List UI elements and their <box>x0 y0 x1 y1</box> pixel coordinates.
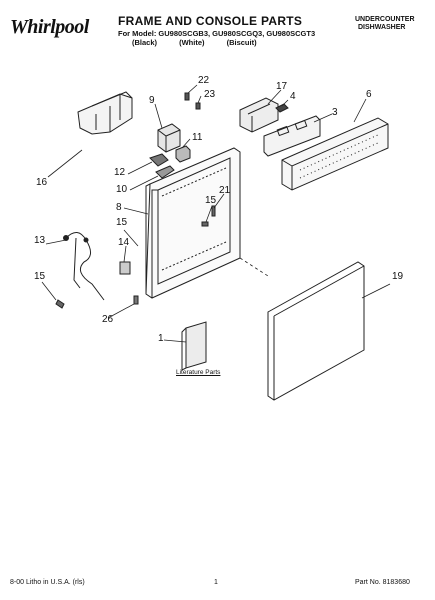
part-15-lower-drawing <box>55 299 65 309</box>
leader-lines <box>41 84 391 343</box>
product-type-line2: DISHWASHER <box>358 24 406 31</box>
callout-26: 26 <box>102 314 114 325</box>
part-22-drawing <box>184 92 190 101</box>
callout-9: 9 <box>149 95 155 106</box>
product-type-line1: UNDERCOUNTER <box>355 16 415 23</box>
part-23-drawing <box>195 102 201 110</box>
part-1-drawing <box>181 321 207 371</box>
part-26-drawing <box>133 295 139 305</box>
callout-15-mid: 15 <box>116 217 128 228</box>
literature-parts-label: Literature Parts <box>176 369 221 376</box>
part-12-drawing <box>149 153 169 167</box>
footer-part-number: Part No. 8183680 <box>355 579 410 586</box>
part-13-drawing <box>63 232 105 301</box>
footer-page-number: 1 <box>214 579 218 586</box>
part-19-drawing <box>267 261 365 401</box>
callout-22: 22 <box>198 75 210 86</box>
callout-23: 23 <box>204 89 216 100</box>
callout-4: 4 <box>290 91 296 102</box>
callout-16: 16 <box>36 177 48 188</box>
page-title: FRAME AND CONSOLE PARTS <box>118 14 303 28</box>
callout-11: 11 <box>192 132 203 143</box>
model-colors: (Black) (White) (Biscuit) <box>132 38 257 47</box>
part-16-drawing <box>77 91 133 135</box>
brand-logo: Whirlpool <box>10 16 89 38</box>
part-14-drawing <box>119 261 131 275</box>
part-11-drawing <box>175 145 191 163</box>
part-4-drawing <box>275 103 289 113</box>
part-17-drawing <box>239 97 279 133</box>
callout-1: 1 <box>158 333 164 344</box>
part-6-drawing <box>281 117 389 191</box>
callout-15-upper: 15 <box>205 195 217 206</box>
callout-10: 10 <box>116 184 128 195</box>
part-10-drawing <box>155 165 175 179</box>
callout-15-lower: 15 <box>34 271 46 282</box>
part-15-upper-drawing <box>201 221 209 227</box>
callout-17: 17 <box>276 81 288 92</box>
callout-21: 21 <box>219 185 231 196</box>
callout-8: 8 <box>116 202 122 213</box>
callout-6: 6 <box>366 89 372 100</box>
footer-print-info: 8-00 Litho in U.S.A. (rls) <box>10 579 85 586</box>
part-3-drawing <box>263 115 321 157</box>
callout-12: 12 <box>114 167 126 178</box>
callout-13: 13 <box>34 235 46 246</box>
model-numbers: For Model: GU980SCGB3, GU980SCGQ3, GU980… <box>118 29 316 38</box>
callout-19: 19 <box>392 271 404 282</box>
callout-3: 3 <box>332 107 338 118</box>
callout-14: 14 <box>118 237 130 248</box>
part-9-drawing <box>157 123 181 153</box>
part-21-drawing <box>211 205 216 217</box>
part-8-drawing <box>145 147 241 299</box>
